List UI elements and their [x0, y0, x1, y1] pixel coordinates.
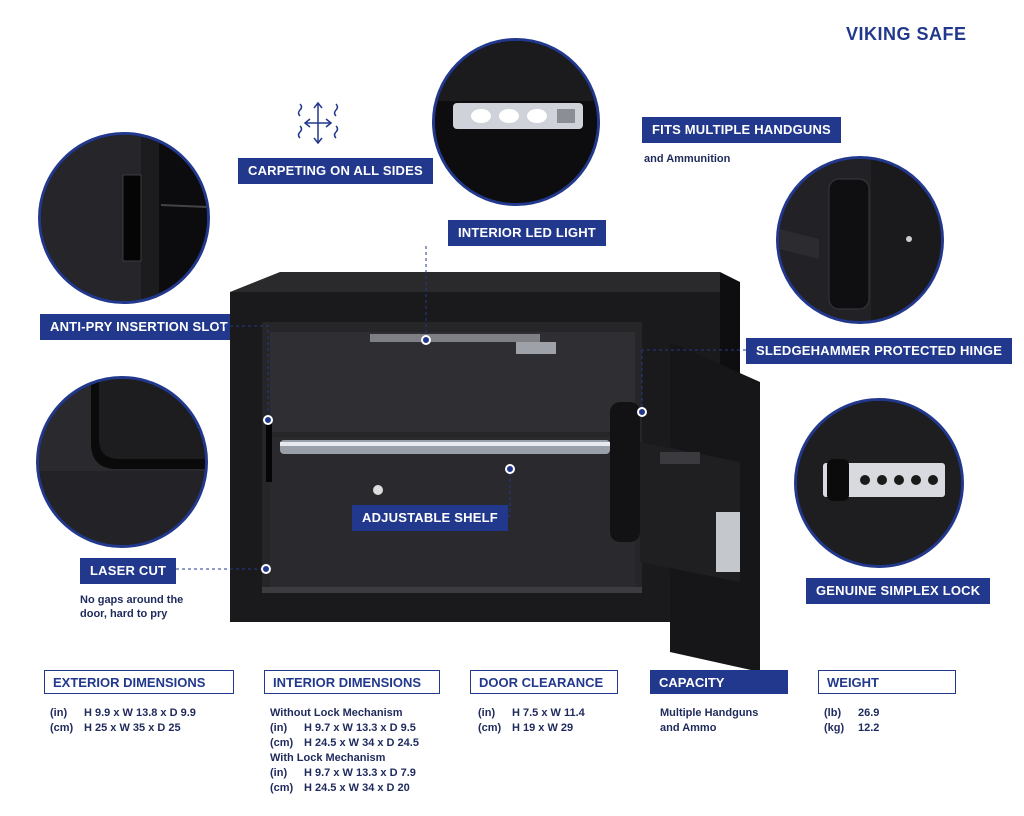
shelf-label: ADJUSTABLE SHELF [352, 505, 508, 531]
weight-values: (lb)26.9 (kg)12.2 [824, 707, 880, 734]
brand-logo: VIKING SAFE [846, 24, 967, 45]
laser-cut-closeup [36, 376, 208, 548]
led-light-marker [421, 335, 431, 345]
brand-name: VIKING SAFE [846, 24, 967, 44]
door-clearance-values: (in)H 7.5 x W 11.4 (cm)H 19 x W 29 [478, 707, 585, 734]
laser-cut-subtext-2: door, hard to pry [80, 608, 168, 620]
door-clearance-title: DOOR CLEARANCE [470, 670, 618, 694]
anti-pry-closeup [38, 132, 210, 304]
handguns-subtext: and Ammunition [644, 153, 731, 165]
handguns-label: FITS MULTIPLE HANDGUNS [642, 117, 841, 143]
anti-pry-label: ANTI-PRY INSERTION SLOT [40, 314, 238, 340]
shelf-marker [505, 464, 515, 474]
interior-dimensions-values: Without Lock Mechanism (in)H 9.7 x W 13.… [270, 707, 419, 794]
anti-pry-marker [263, 415, 273, 425]
exterior-dimensions-title: EXTERIOR DIMENSIONS [44, 670, 234, 694]
carpeting-label: CARPETING ON ALL SIDES [238, 158, 433, 184]
hinge-marker [637, 407, 647, 417]
led-light-closeup [432, 38, 600, 206]
safe-illustration [220, 262, 780, 682]
laser-cut-label: LASER CUT [80, 558, 177, 584]
carpeting-icon [290, 98, 346, 148]
hinge-closeup [776, 156, 944, 324]
weight-title: WEIGHT [818, 670, 956, 694]
capacity-values: Multiple Handguns and Ammo [660, 707, 759, 734]
laser-cut-subtext-1: No gaps around the [80, 594, 184, 606]
exterior-dimensions-values: (in)H 9.9 x W 13.8 x D 9.9 (cm)H 25 x W … [50, 707, 196, 734]
interior-dimensions-title: INTERIOR DIMENSIONS [264, 670, 440, 694]
capacity-title: CAPACITY [650, 670, 788, 694]
laser-cut-marker [261, 564, 271, 574]
hinge-label: SLEDGEHAMMER PROTECTED HINGE [746, 338, 1013, 364]
lock-label: GENUINE SIMPLEX LOCK [806, 578, 991, 604]
led-light-label: INTERIOR LED LIGHT [448, 220, 606, 246]
lock-closeup [794, 398, 964, 568]
